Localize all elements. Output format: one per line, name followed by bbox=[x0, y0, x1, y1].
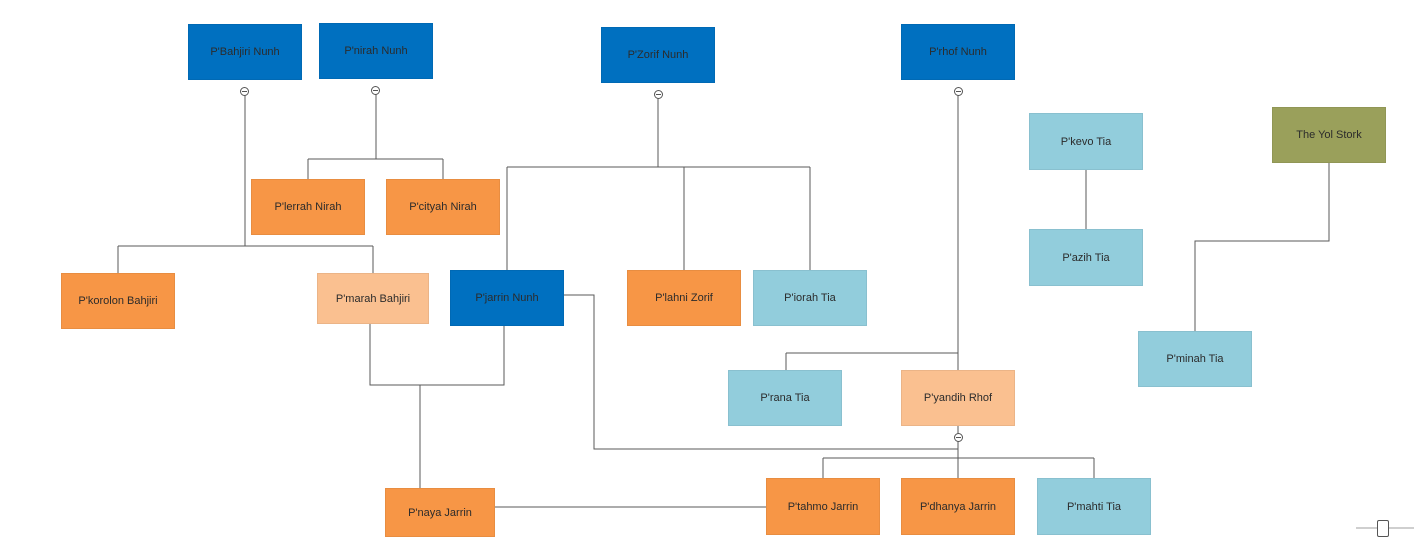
collapse-toggle-yandih[interactable] bbox=[954, 433, 963, 442]
node-lahni-zorif[interactable]: P'lahni Zorif bbox=[627, 270, 741, 326]
node-rana-tia[interactable]: P'rana Tia bbox=[728, 370, 842, 426]
node-minah-tia[interactable]: P'minah Tia bbox=[1138, 331, 1252, 387]
connector-nirah-children bbox=[307, 91, 444, 179]
node-kevo-tia[interactable]: P'kevo Tia bbox=[1029, 113, 1143, 170]
node-yandih-rhof[interactable]: P'yandih Rhof bbox=[901, 370, 1015, 426]
node-rhof-nunh[interactable]: P'rhof Nunh bbox=[901, 24, 1015, 80]
node-korolon-bahjiri[interactable]: P'korolon Bahjiri bbox=[61, 273, 175, 329]
node-iorah-tia[interactable]: P'iorah Tia bbox=[753, 270, 867, 326]
node-naya-jarrin[interactable]: P'naya Jarrin bbox=[385, 488, 495, 537]
node-nirah-nunh[interactable]: P'nirah Nunh bbox=[319, 23, 433, 79]
connector-marah-jarrin-naya bbox=[369, 324, 505, 488]
collapse-toggle-bahjiri[interactable] bbox=[240, 87, 249, 96]
node-lerrah-nirah[interactable]: P'lerrah Nirah bbox=[251, 179, 365, 235]
node-jarrin-nunh[interactable]: P'jarrin Nunh bbox=[450, 270, 564, 326]
node-yol-stork[interactable]: The Yol Stork bbox=[1272, 107, 1386, 163]
connector-bahjiri-children bbox=[117, 92, 374, 273]
connector-yol-minah bbox=[1194, 163, 1330, 331]
node-mahti-tia[interactable]: P'mahti Tia bbox=[1037, 478, 1151, 535]
node-tahmo-jarrin[interactable]: P'tahmo Jarrin bbox=[766, 478, 880, 535]
connector-rhof-children bbox=[785, 92, 959, 370]
node-marah-bahjiri[interactable]: P'marah Bahjiri bbox=[317, 273, 429, 324]
connector-zorif-children bbox=[506, 95, 811, 270]
node-cityah-nirah[interactable]: P'cityah Nirah bbox=[386, 179, 500, 235]
node-zorif-nunh[interactable]: P'Zorif Nunh bbox=[601, 27, 715, 83]
zoom-slider-thumb[interactable] bbox=[1377, 520, 1389, 537]
collapse-toggle-zorif[interactable] bbox=[654, 90, 663, 99]
zoom-slider[interactable] bbox=[1356, 520, 1414, 537]
node-dhanya-jarrin[interactable]: P'dhanya Jarrin bbox=[901, 478, 1015, 535]
node-bahjiri-nunh[interactable]: P'Bahjiri Nunh bbox=[188, 24, 302, 80]
collapse-toggle-nirah[interactable] bbox=[371, 86, 380, 95]
node-azih-tia[interactable]: P'azih Tia bbox=[1029, 229, 1143, 286]
collapse-toggle-rhof[interactable] bbox=[954, 87, 963, 96]
connector-jarrin-yandih-children bbox=[564, 294, 1095, 478]
